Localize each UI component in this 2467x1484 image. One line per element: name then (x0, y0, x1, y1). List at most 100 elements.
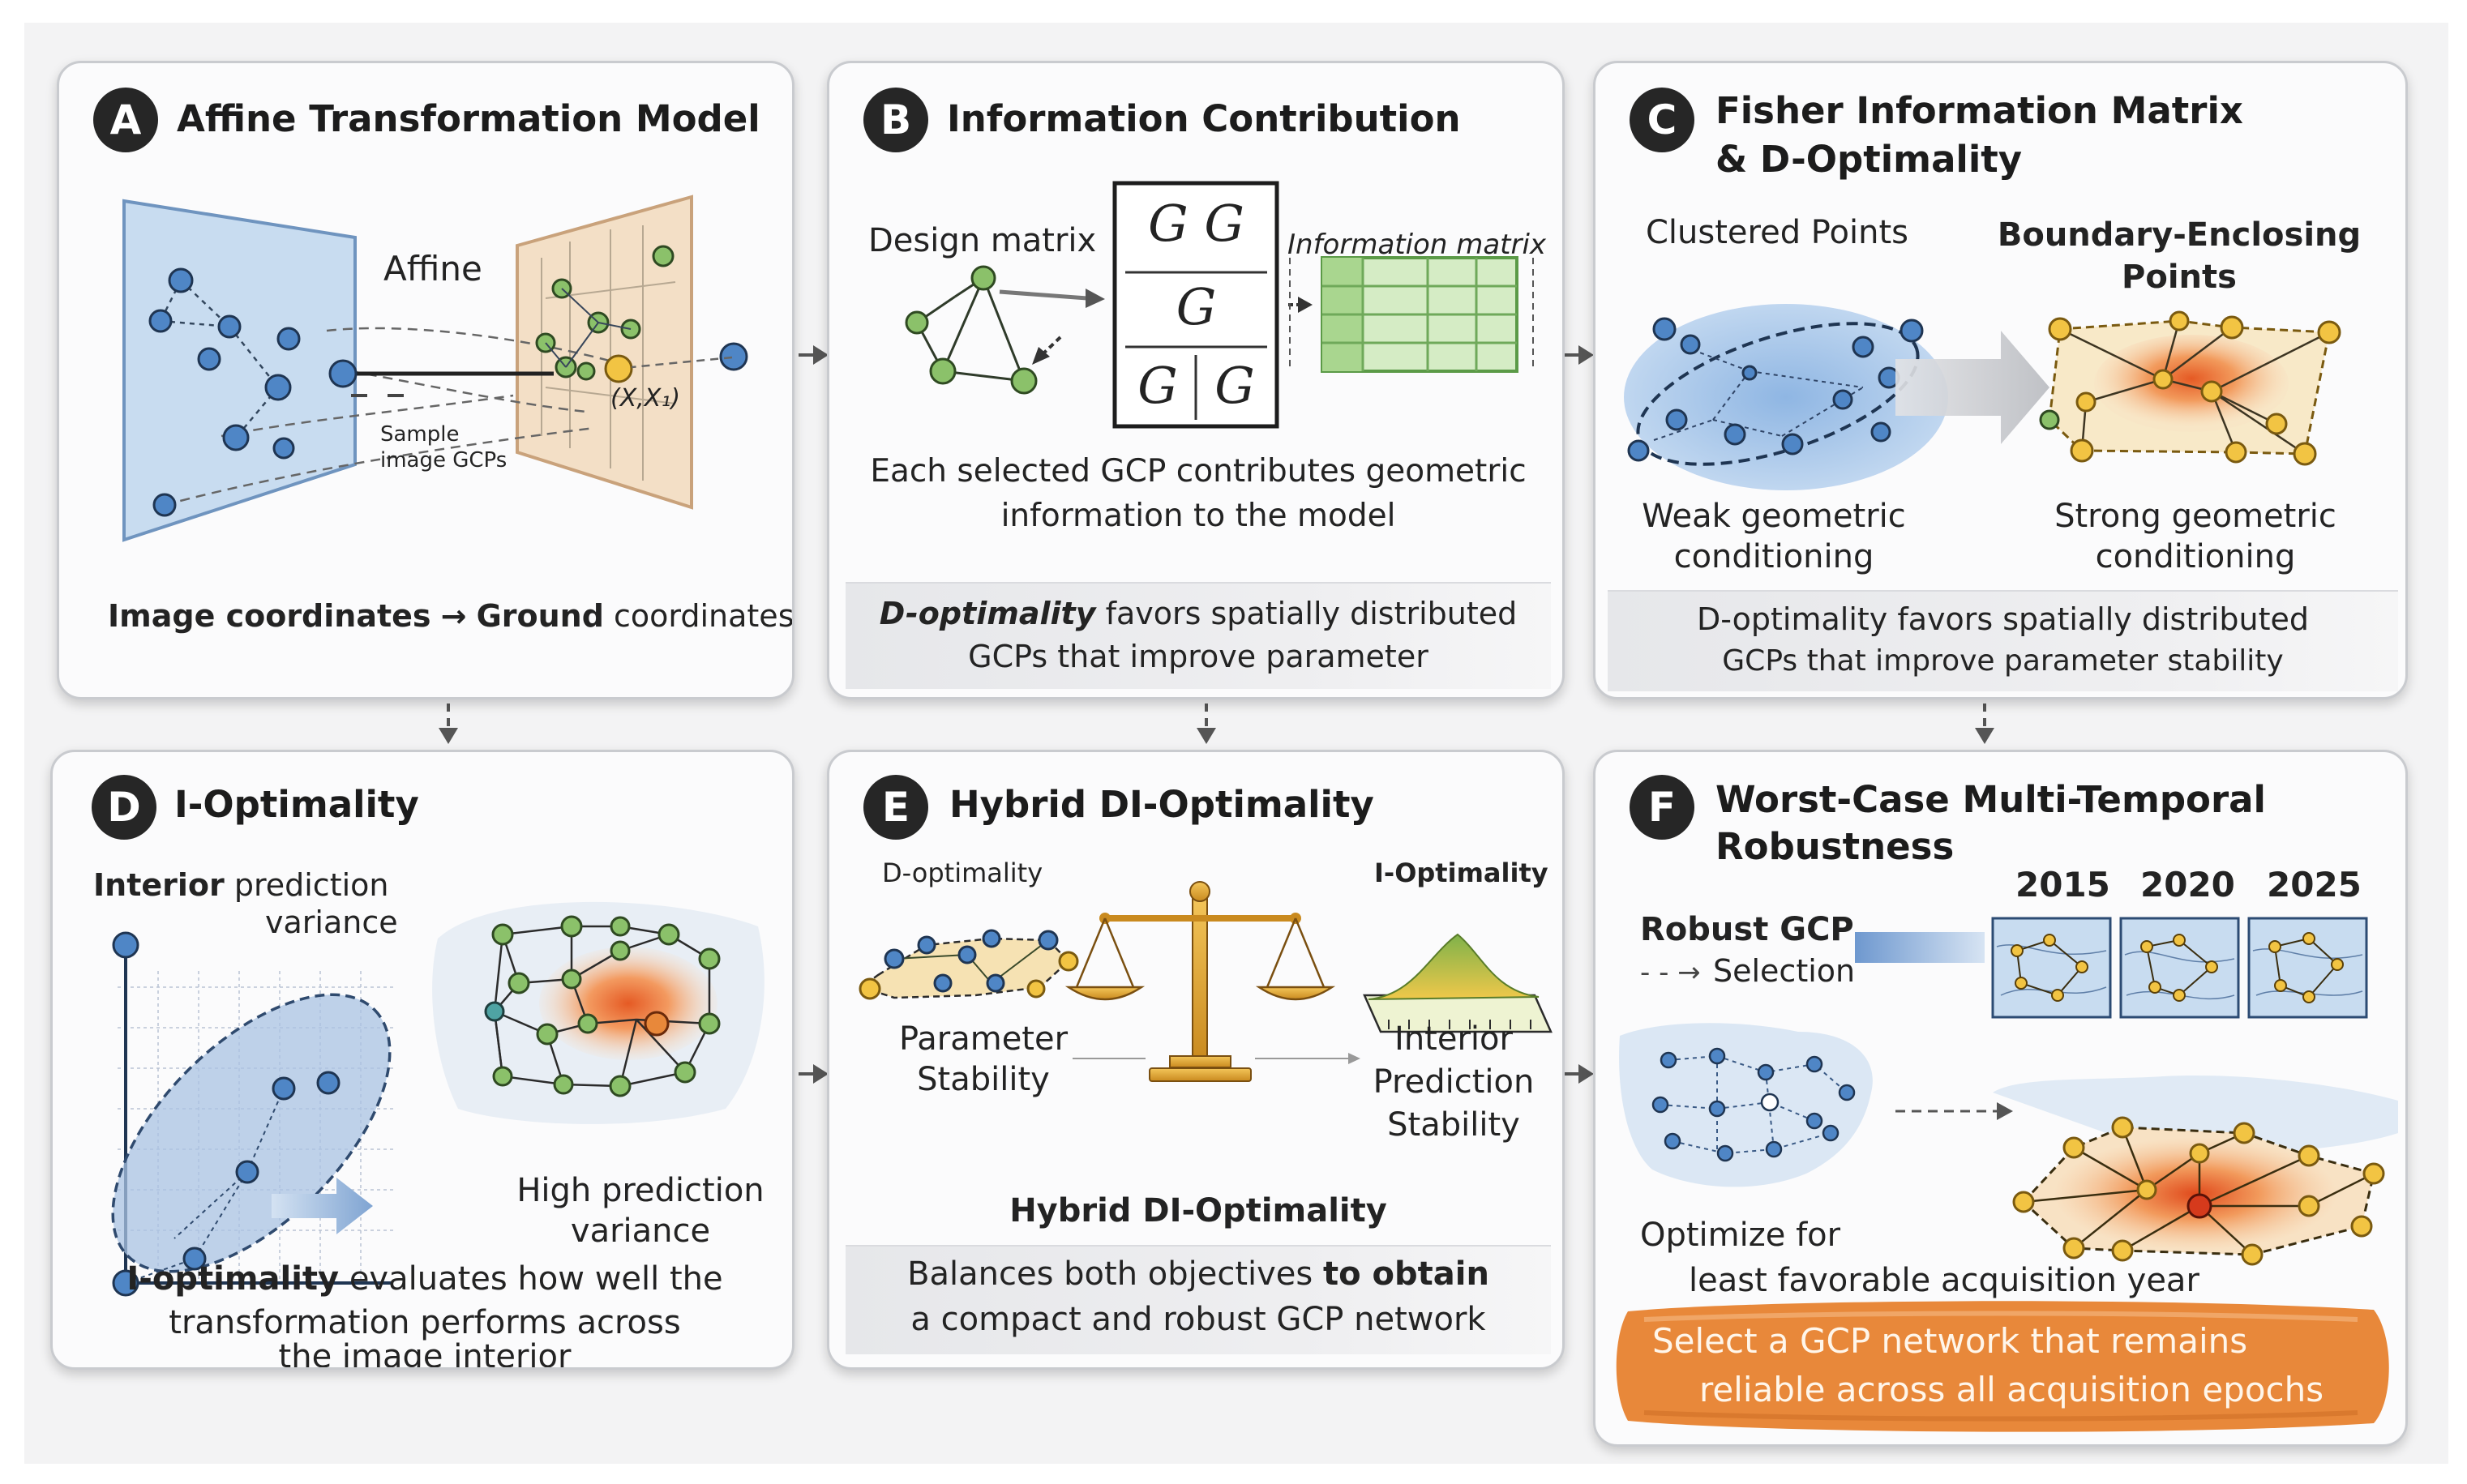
panel-e-badge: E (863, 775, 928, 840)
connector-b-c-head (1578, 345, 1594, 365)
weak-conditioning-line1: Weak geometric (1642, 498, 1906, 535)
desc-bold-i-optimality: I-optimality (126, 1260, 340, 1298)
high-variance-point (644, 1011, 670, 1037)
desc-rest: evaluates how well the (339, 1260, 723, 1298)
affine-diagram (122, 195, 748, 542)
interior-rest: prediction (224, 867, 389, 903)
ground-plane (516, 195, 693, 510)
sample-gcp-label-line1: Sample (380, 422, 460, 447)
connector-c-f-head (1975, 728, 1994, 744)
variance-ellipse (111, 993, 392, 1273)
coordinate-label: (X,X₁) (610, 384, 681, 413)
panel-a-caption: Image coordinates → Ground coordinates (108, 597, 794, 635)
fisher-diagram (1624, 304, 2341, 490)
worst-case-point (2186, 1193, 2212, 1219)
panel-c-badge: C (1630, 88, 1694, 152)
panel-d-title: I-Optimality (174, 783, 419, 826)
panel-f-badge: F (1630, 775, 1694, 840)
banner-line2: reliable across all acquisition epochs (1699, 1370, 2324, 1409)
hybrid-diagram (859, 881, 1553, 1082)
i-optimality-diagram (111, 901, 765, 1297)
panel-a-title: Affine Transformation Model (177, 97, 760, 140)
sample-gcp-label-line2: image GCPs (380, 448, 508, 473)
connector-a-d-head (439, 728, 458, 744)
worst-case-heat (2054, 1137, 2337, 1251)
information-matrix-label: Information matrix (1287, 229, 1547, 261)
caption-arrow: → (440, 598, 467, 634)
optimize-line1: Optimize for (1640, 1217, 1841, 1254)
panel-e-hybrid-di-optimality: E Hybrid DI-Optimality D-optimality I-Op… (827, 750, 1565, 1370)
matrix-bottom-right-entry: G (1214, 356, 1255, 415)
panel-c-band-line2: GCPs that improve parameter stability (1722, 644, 2284, 678)
interior-stability-line1: Interior (1394, 1020, 1513, 1058)
i-optimality-peak (1368, 933, 1540, 1000)
affine-label: Affine (383, 249, 482, 289)
clustered-points-label: Clustered Points (1646, 214, 1908, 251)
panel-d-desc-line3: the image interior (278, 1338, 572, 1370)
optimize-line2: least favorable acquisition year (1689, 1262, 2199, 1299)
d-optimality-patch (859, 937, 1070, 999)
strong-conditioning-line1: Strong geometric (2054, 498, 2336, 535)
connector-a-b-head (813, 345, 829, 365)
scale-base (1149, 1067, 1252, 1082)
panel-c-summary-band (1608, 590, 2398, 691)
prediction-heat (539, 947, 717, 1060)
information-diagram (905, 181, 1534, 429)
panel-e-band-line1: Balances both objectives to obtain (846, 1255, 1551, 1294)
panel-c-title-line1: Fisher Information Matrix (1715, 89, 2243, 132)
panel-e-summary-band (846, 1245, 1551, 1354)
panel-c-fisher-information: C Fisher Information Matrix & D-Optimali… (1593, 61, 2408, 699)
panel-b-desc-line2: information to the model (1000, 498, 1396, 534)
boundary-points-label-line2: Points (2122, 259, 2237, 296)
high-variance-arrow (272, 1178, 373, 1234)
conclusion-banner (1616, 1301, 2389, 1432)
panel-f-title-line2: Robustness (1715, 825, 1955, 868)
panel-b-band-line2: GCPs that improve parameter (968, 639, 1428, 674)
boundary-heat (2094, 335, 2289, 432)
matrix-middle-entry: G (1176, 277, 1217, 336)
connector-d-e-head (813, 1064, 829, 1084)
interior-variance-line1: Interior prediction (93, 866, 388, 905)
panel-b-title: Information Contribution (947, 97, 1461, 140)
panel-e-band-line2: a compact and robust GCP network (910, 1301, 1486, 1338)
panel-c-band-line1: D-optimality favors spatially distribute… (1696, 601, 2310, 637)
high-variance-line1: High prediction (516, 1172, 765, 1209)
year-2020: 2020 (2140, 865, 2235, 905)
i-optimality-label: I-Optimality (1374, 857, 1548, 888)
panel-a-affine-model: A Affine Transformation Model (57, 61, 794, 699)
connector-b-e-head (1197, 728, 1216, 744)
panel-b-summary-band (846, 582, 1551, 689)
robust-gcp-line2: Selection (1713, 953, 1856, 989)
year-thumbnails (1991, 917, 2368, 1019)
caption-image-coordinates: Image coordinates (108, 598, 431, 634)
panel-d-badge: D (92, 775, 156, 840)
matrix-top-entries: G G (1148, 194, 1244, 253)
high-variance-line2: variance (570, 1212, 711, 1250)
banner-line1: Select a GCP network that remains (1652, 1321, 2248, 1361)
multi-temporal-diagram (1616, 917, 2398, 1432)
panel-d-i-optimality: D I-Optimality Interior prediction varia… (50, 750, 794, 1370)
band-rest-text: favors spatially distributed (1095, 596, 1518, 631)
interior-stability-line3: Stability (1387, 1106, 1520, 1144)
selection-bar (1855, 932, 1985, 963)
parameter-stability-line2: Stability (917, 1061, 1050, 1098)
panel-d-desc-line2: transformation performs across (169, 1304, 681, 1341)
interior-bold: Interior (93, 867, 225, 903)
matrix-bottom-left-entry: G (1137, 356, 1178, 415)
image-plane (122, 199, 357, 542)
panel-f-title-line1: Worst-Case Multi-Temporal (1715, 778, 2266, 821)
panel-c-title-line2: & D-Optimality (1715, 138, 2023, 181)
panel-d-desc-line1: I-optimality evaluates how well the (53, 1259, 792, 1298)
panel-f-multi-temporal: F Worst-Case Multi-Temporal Robustness 2… (1593, 750, 2408, 1447)
panel-b-information-contribution: B Information Contribution Design matrix… (827, 61, 1565, 699)
band-pre-text: Balances both objectives (907, 1255, 1323, 1293)
scale-left-pan (1064, 986, 1146, 1001)
hybrid-caption: Hybrid DI-Optimality (1009, 1192, 1387, 1230)
caption-coordinates: coordinates (614, 598, 794, 634)
interior-stability-line2: Prediction (1373, 1063, 1535, 1101)
robust-gcp-line1: Robust GCP (1640, 911, 1854, 948)
parameter-stability-line1: Parameter (898, 1020, 1069, 1058)
year-2015: 2015 (2015, 865, 2110, 905)
panel-e-title: Hybrid DI-Optimality (949, 783, 1374, 826)
